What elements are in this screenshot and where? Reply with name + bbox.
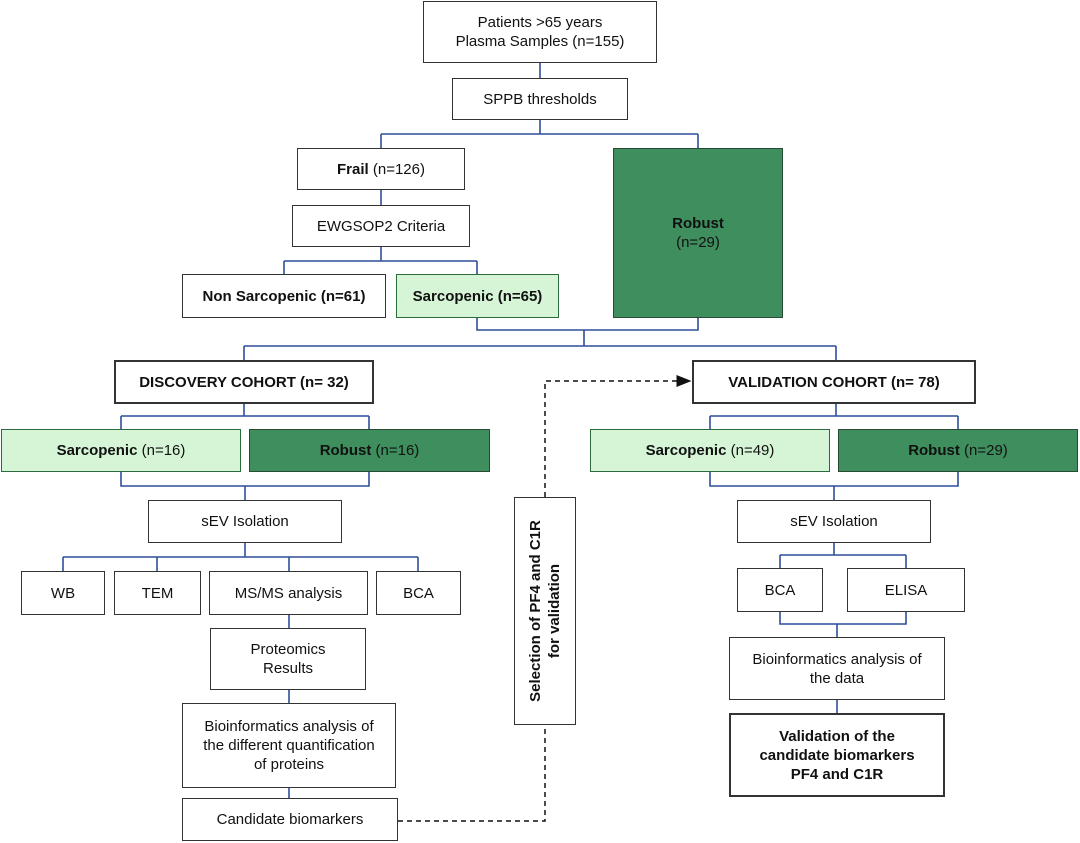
method-tem-box: TEM [114,571,201,615]
validation-bioinfo-line1: Bioinformatics analysis of [752,650,922,668]
robust-main-box: Robust (n=29) [613,148,783,318]
discovery-sev-isolation-box: sEV Isolation [148,500,342,543]
validation-bca-box: BCA [737,568,823,612]
validation-sarcopenic-count: (n=49) [726,442,775,459]
discovery-sarcopenic-box: Sarcopenic (n=16) [1,429,241,472]
non-sarcopenic-label: Non Sarcopenic (n=61) [202,287,366,305]
validation-sarcopenic-box: Sarcopenic (n=49) [590,429,830,472]
non-sarcopenic-box: Non Sarcopenic (n=61) [182,274,386,318]
robust-main-count: (n=29) [676,234,720,251]
validation-cohort-box: VALIDATION COHORT (n= 78) [692,360,976,404]
sarcopenic-label: Sarcopenic (n=65) [412,287,543,305]
validation-sarcopenic-label: Sarcopenic [645,442,727,459]
ewgsop2-box: EWGSOP2 Criteria [292,205,470,247]
discovery-robust-count: (n=16) [371,442,420,459]
candidate-biomarkers-label: Candidate biomarkers [216,811,364,828]
robust-main-label: Robust [672,215,724,232]
method-msms-box: MS/MS analysis [209,571,368,615]
validation-sev-isolation-label: sEV Isolation [790,513,878,530]
proteomics-line2: Results [262,660,314,677]
patients-line1: Patients >65 years [477,14,603,31]
discovery-sarcopenic-label: Sarcopenic [56,442,138,459]
discovery-sarcopenic-count: (n=16) [137,442,186,459]
validation-result-line1: Validation of the [779,727,895,745]
discovery-bioinfo-line2: the different quantification [203,737,375,754]
validation-elisa-box: ELISA [847,568,965,612]
validation-cohort-title: VALIDATION COHORT (n= 78) [728,373,940,391]
method-bca-label: BCA [403,584,434,602]
method-tem-label: TEM [141,584,174,602]
sppb-label: SPPB thresholds [483,90,597,108]
validation-robust-label: Robust [908,442,960,459]
discovery-sev-isolation-label: sEV Isolation [201,513,289,530]
candidate-biomarkers-box: Candidate biomarkers [182,798,398,841]
selection-line2: for validation [546,563,563,659]
validation-sev-isolation-box: sEV Isolation [737,500,931,543]
ewgsop2-label: EWGSOP2 Criteria [316,217,446,235]
validation-robust-count: (n=29) [959,442,1008,459]
method-wb-label: WB [50,584,76,602]
method-wb-box: WB [21,571,105,615]
method-msms-label: MS/MS analysis [234,584,343,602]
proteomics-line1: Proteomics [250,641,326,658]
validation-result-line2: candidate biomarkers [759,746,915,764]
sppb-box: SPPB thresholds [452,78,628,120]
sarcopenic-box: Sarcopenic (n=65) [396,274,559,318]
frail-count: (n=126) [368,160,425,178]
method-bca-box: BCA [376,571,461,615]
discovery-cohort-title: DISCOVERY COHORT (n= 32) [139,373,349,391]
validation-bca-label: BCA [764,581,796,599]
frail-label: Frail [337,160,369,178]
patients-line2: Plasma Samples (n=155) [455,33,625,50]
discovery-bioinfo-line1: Bioinformatics analysis of [204,718,374,735]
frail-box: Frail (n=126) [297,148,465,190]
discovery-bioinfo-line3: of proteins [253,756,325,773]
discovery-bioinformatics-box: Bioinformatics analysis of the different … [182,703,396,788]
validation-elisa-label: ELISA [884,581,928,599]
selection-line1: Selection of PF4 and C1R [527,520,544,702]
validation-result-line3: PF4 and C1R [790,765,884,783]
discovery-cohort-box: DISCOVERY COHORT (n= 32) [114,360,374,404]
discovery-robust-label: Robust [319,442,372,459]
validation-bioinfo-line2: the data [809,669,865,687]
validation-robust-box: Robust (n=29) [838,429,1078,472]
discovery-robust-box: Robust (n=16) [249,429,490,472]
